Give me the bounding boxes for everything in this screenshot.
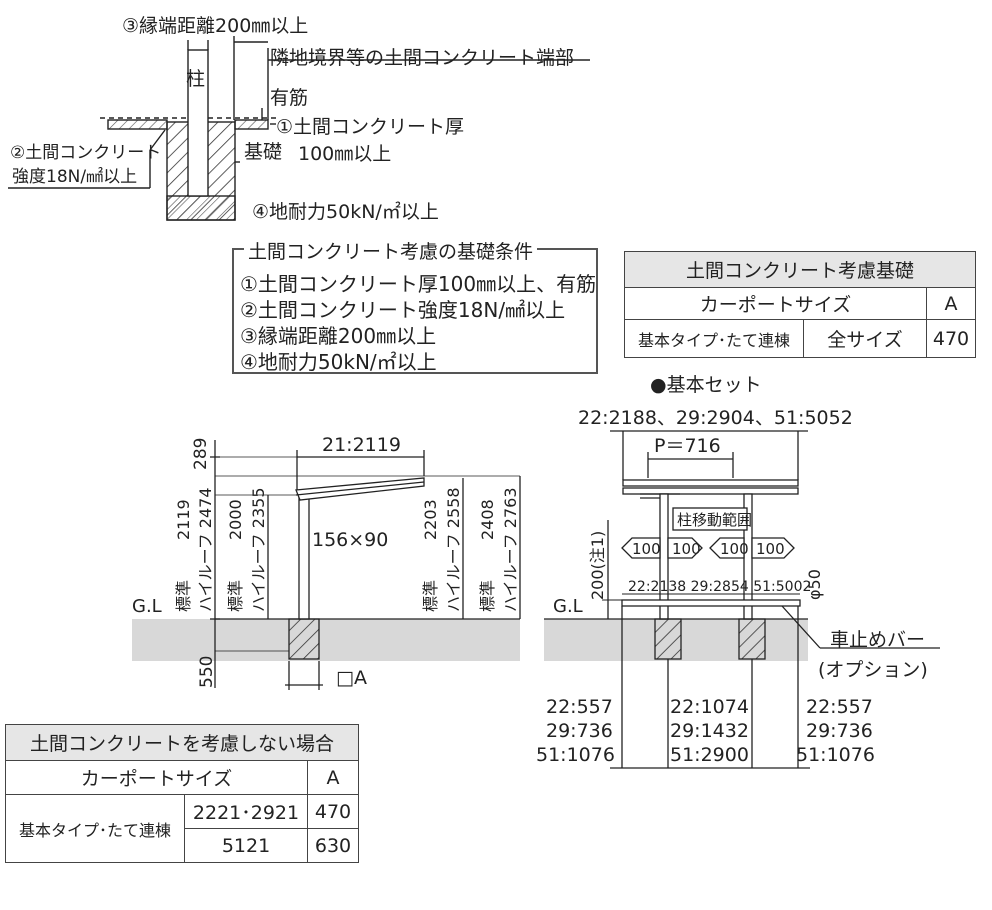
gl-left: G.L xyxy=(132,596,162,617)
slab-thickness-label-2: 100㎜以上 xyxy=(298,143,391,165)
a-label: □A xyxy=(336,667,367,689)
high-2558: ハイルーフ 2558 xyxy=(444,487,463,612)
strength-label-2: 強度18N/㎟以上 xyxy=(12,167,137,187)
condition-item-3: ③縁端距離200㎜以上 xyxy=(240,324,437,348)
std-2000: 2000 xyxy=(226,499,245,540)
std-label-3: 標準 xyxy=(421,580,440,612)
table-considered-value: 470 xyxy=(926,319,976,358)
arrow-left-1 xyxy=(621,537,661,559)
top-289: 289 xyxy=(191,438,211,470)
rebar-label: 有筋 xyxy=(270,87,308,109)
dim-left-22: 22:557 xyxy=(546,696,613,718)
front-roof-top xyxy=(622,479,799,487)
std-2119: 2119 xyxy=(174,499,193,540)
condition-item-2: ②土間コンクリート強度18N/㎟以上 xyxy=(240,298,566,322)
section-detail xyxy=(8,36,590,221)
table-considered-title: 土間コンクリート考慮基礎 xyxy=(624,251,976,288)
table-not-considered-size-header: カーポートサイズ xyxy=(5,760,308,795)
condition-item-1: ①土間コンクリート厚100㎜以上、有筋 xyxy=(240,272,597,296)
dim-left-29: 29:736 xyxy=(546,720,613,742)
front-pitch: P＝716 xyxy=(654,435,721,457)
std-label-1: 標準 xyxy=(174,580,193,612)
table-not-considered-title: 土間コンクリートを考慮しない場合 xyxy=(5,724,359,761)
condition-item-4: ④地耐力50kN/㎡以上 xyxy=(240,350,437,374)
range-box xyxy=(672,507,748,531)
side-foundation xyxy=(288,618,320,660)
column-size: 156×90 xyxy=(312,529,388,551)
table-not-considered-type: 基本タイプ･たて連棟 xyxy=(5,794,185,863)
slab-left xyxy=(107,119,168,130)
offset-2: 100 xyxy=(672,540,701,558)
front-foundation-left xyxy=(654,618,682,660)
stop-bar xyxy=(621,599,801,607)
dim-left-51: 51:1076 xyxy=(536,744,615,766)
high-2474: ハイルーフ 2474 xyxy=(196,487,215,612)
high-2763: ハイルーフ 2763 xyxy=(501,487,520,612)
offset-1: 100 xyxy=(632,540,661,558)
std-label-4: 標準 xyxy=(478,580,497,612)
side-post xyxy=(298,494,310,620)
arrow-right-1 xyxy=(667,537,703,559)
dim-mid-29: 29:1432 xyxy=(670,720,749,742)
pillar-shape xyxy=(187,49,209,197)
table-not-considered-value-1: 470 xyxy=(307,794,359,829)
table-considered-size: 全サイズ xyxy=(803,319,927,358)
table-considered-a-header: A xyxy=(926,287,976,320)
side-view xyxy=(132,440,521,690)
table-considered-size-header: カーポートサイズ xyxy=(624,287,927,320)
side-width: 21:2119 xyxy=(322,434,401,456)
std-2408: 2408 xyxy=(478,499,497,540)
front-title: ●基本セット xyxy=(650,374,762,396)
foundation-label: 基礎 xyxy=(244,141,282,163)
offset-4: 100 xyxy=(756,540,785,558)
dim-right-51: 51:1076 xyxy=(796,744,875,766)
range-label: 柱移動範囲 xyxy=(677,511,752,529)
dim-right-29: 29:736 xyxy=(806,720,873,742)
conditions-title: 土間コンクリート考慮の基礎条件 xyxy=(244,237,538,264)
high-2355: ハイルーフ 2355 xyxy=(249,487,268,612)
slab-right xyxy=(234,119,269,130)
offset-3: 100 xyxy=(720,540,749,558)
edge-distance-label: ③縁端距離200㎜以上 xyxy=(122,15,308,37)
dim-right-22: 22:557 xyxy=(806,696,873,718)
front-foundation-right xyxy=(738,618,766,660)
depth-550: 550 xyxy=(197,656,217,688)
height-note: 200(注1) xyxy=(588,531,607,600)
table-not-considered-size-1: 2221･2921 xyxy=(184,794,308,829)
gl-right: G.L xyxy=(553,596,583,617)
bar-label-2: (オプション) xyxy=(818,659,928,681)
diameter: φ50 xyxy=(805,569,824,600)
neighbor-label: 隣地境界等の土間コンクリート端部 xyxy=(270,47,574,69)
bar-label-1: 車止めバー xyxy=(830,629,925,651)
strength-label-1: ②土間コンクリート xyxy=(10,143,161,163)
slab-thickness-label-1: ①土間コンクリート厚 xyxy=(276,116,464,138)
bearing-label: ④地耐力50kN/㎡以上 xyxy=(252,200,439,223)
bearing-layer xyxy=(166,195,236,221)
bar-widths: 22:2138 29:2854 51:5002 xyxy=(628,579,811,595)
table-not-considered-value-2: 630 xyxy=(307,828,359,863)
pillar-label: 柱 xyxy=(186,68,205,90)
dim-mid-51: 51:2900 xyxy=(670,744,749,766)
front-widths: 22:2188、29:2904、51:5052 xyxy=(578,407,853,429)
dim-mid-22: 22:1074 xyxy=(670,696,749,718)
front-view xyxy=(544,430,940,769)
front-roof-bottom xyxy=(622,487,799,495)
std-2203: 2203 xyxy=(421,499,440,540)
arrow-left-2 xyxy=(709,537,745,559)
arrow-right-2 xyxy=(751,537,795,559)
table-not-considered-size-2: 5121 xyxy=(184,828,308,863)
table-not-considered-a-header: A xyxy=(307,760,359,795)
ground-band-left xyxy=(132,619,520,661)
table-considered-type: 基本タイプ･たて連棟 xyxy=(624,319,804,358)
std-label-2: 標準 xyxy=(226,580,245,612)
